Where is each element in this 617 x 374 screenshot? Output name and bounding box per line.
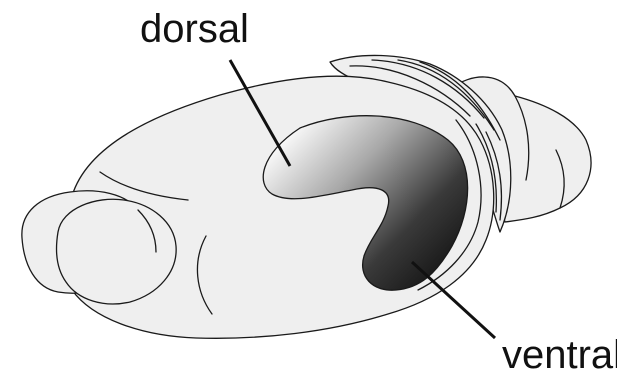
dorsal-label: dorsal (140, 7, 249, 51)
ventral-label: ventral (502, 333, 617, 374)
